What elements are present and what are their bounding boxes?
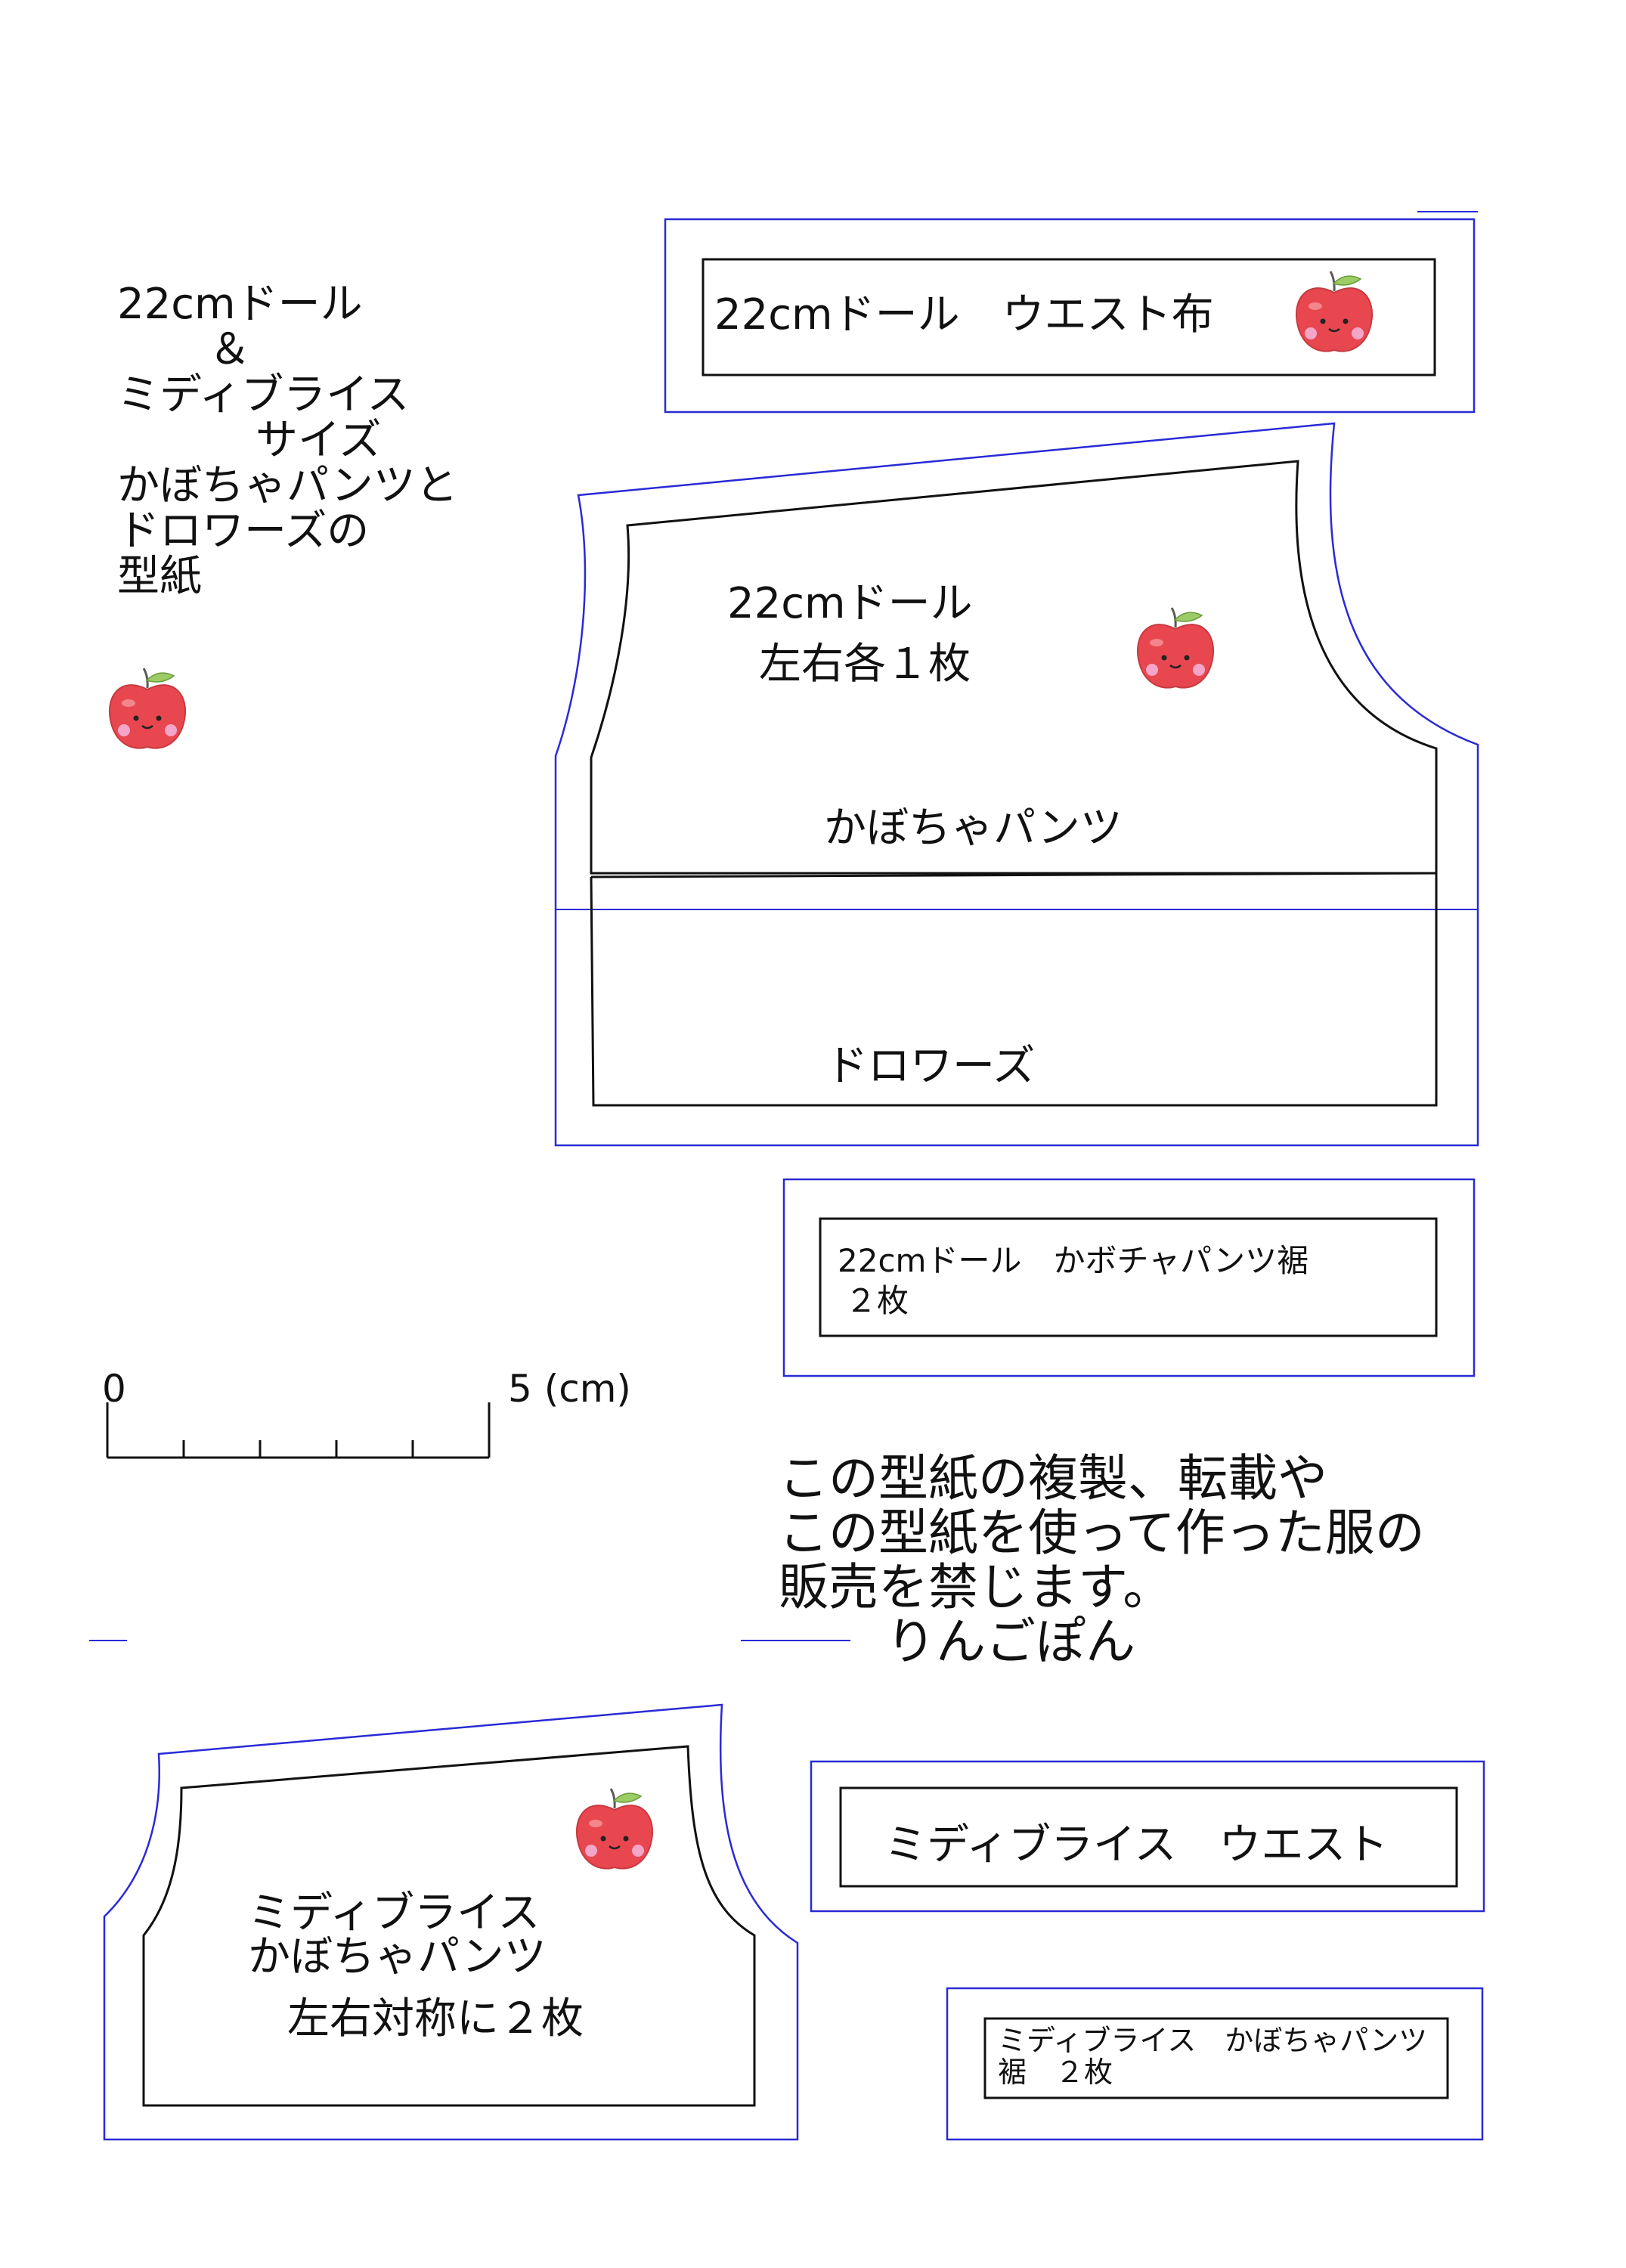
waist-22cm-cut-line [664,218,1476,414]
pants-midi-type-label: かぼちゃパンツ [248,1932,547,1981]
pants-midi-cut-line [103,1703,799,2141]
title-line: 型紙 [117,552,202,601]
apple-icon [1296,271,1373,352]
pants-midi-sew-line [142,1745,756,2107]
pants-midi-count-label: 左右対称に２枚 [287,1994,584,2043]
notice-line: 販売を禁じます。 [779,1558,1173,1616]
scale-ruler [106,1402,491,1459]
hem-22cm-cut-line [782,1178,1476,1377]
title-line: ＆ [209,325,251,374]
apple-icon [1137,607,1214,689]
pumpkin-drawers-divider [590,872,1437,878]
title-line: サイズ [256,416,382,465]
pants-22cm-size-label: 22cmドール [727,579,973,628]
waist-midi-label: ミディブライス ウエスト [884,1820,1389,1870]
hem-midi-label: ミディブライス かぼちゃパンツ [998,2024,1428,2057]
pants-22cm-count-label: 左右各１枚 [759,640,971,689]
notice-author: りんごぽん [886,1613,1135,1671]
title-line: ドロワーズの [117,507,370,556]
pumpkin-pants-label: かぼちゃパンツ [824,804,1123,853]
waist-midi-cut-line [810,1760,1485,1913]
hem-midi-count-label: 裾 ２枚 [998,2056,1113,2089]
title-line: ミディブライス [117,370,410,420]
hem-midi-sew-line [983,2017,1449,2099]
title-line: かぼちゃパンツと [117,461,458,510]
hem-22cm-label: 22cmドール かボチャパンツ裾 [838,1242,1309,1279]
waist-22cm-label: 22cmドール ウエスト布 [714,290,1214,339]
notice-line: この型紙を使って作った服の [779,1504,1425,1562]
pants-22cm-cut-line [554,422,1479,1147]
pants-midi-size-label: ミディブライス [248,1888,540,1938]
scale-end-label: 5 (cm) [508,1367,631,1411]
notice-line: この型紙の複製、転載や [779,1449,1327,1507]
hem-22cm-count-label: ２枚 [845,1282,909,1319]
hem-midi-cut-line [946,1987,1484,2141]
apple-icon [576,1788,653,1870]
waist-22cm-sew-line [702,258,1436,376]
hem-22cm-sew-line [819,1217,1438,1337]
drawers-22cm-sew-line [590,873,1438,1107]
apple-icon [109,668,186,749]
waist-midi-sew-line [839,1786,1458,1888]
scale-start-label: 0 [102,1367,126,1411]
drawers-label: ドロワーズ [825,1042,1036,1091]
title-line: 22cmドール [117,280,363,329]
pants-22cm-sew-line [590,460,1438,875]
